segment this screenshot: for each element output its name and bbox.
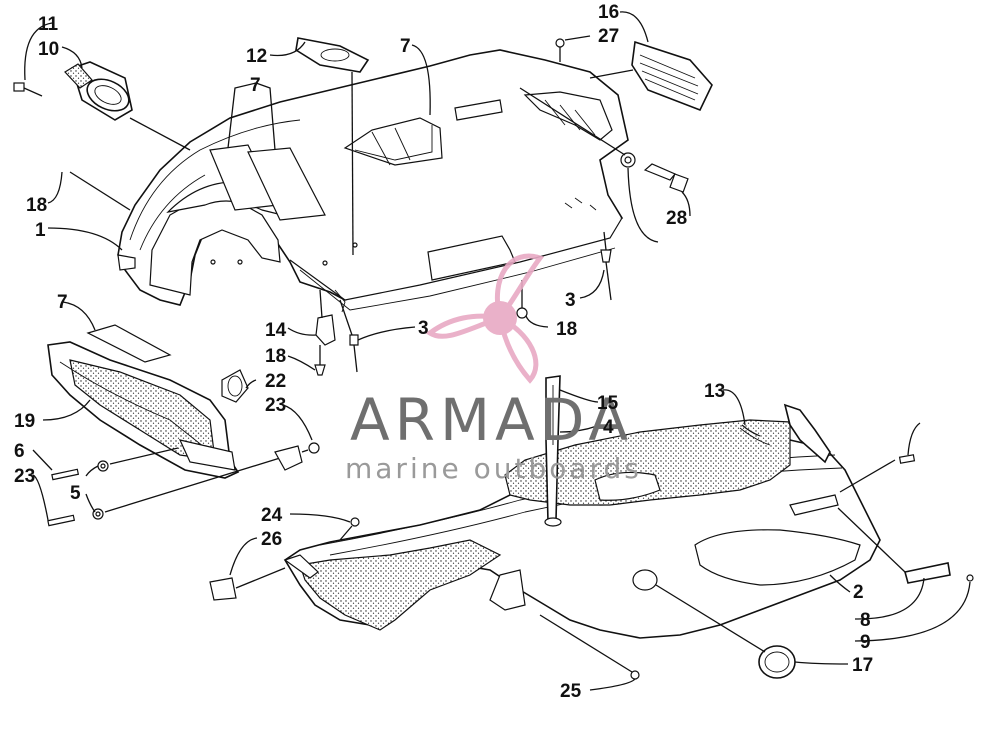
fasteners-25-26-27 <box>519 38 689 193</box>
vent-duct-part-10 <box>13 61 133 121</box>
watermark-logo <box>425 253 545 384</box>
watermark-tagline: marine outboards <box>345 452 642 485</box>
part-16-grille <box>589 40 713 112</box>
callout-9: 9 <box>860 632 871 653</box>
propeller-icon <box>425 253 545 384</box>
callout-18-left: 18 <box>26 195 47 216</box>
callout-2: 2 <box>853 582 864 603</box>
callout-26: 28 <box>666 208 687 229</box>
screws-23 <box>339 517 640 680</box>
callout-8: 8 <box>860 610 871 631</box>
decal-pair-hood <box>209 144 326 221</box>
callout-12: 12 <box>246 46 267 67</box>
deck-pad-part-4 <box>504 419 791 506</box>
callout-3-left: 3 <box>418 318 429 339</box>
callout-18-lower: 18 <box>265 346 286 367</box>
callout-7-left: 7 <box>57 292 68 313</box>
callout-23-top: 24 <box>261 505 283 526</box>
callout-20: 22 <box>265 371 286 392</box>
callout-11: 11 <box>38 14 59 35</box>
screw-28 <box>839 454 916 493</box>
callout-21: 23 <box>265 395 286 416</box>
plate-8-9 <box>837 507 974 584</box>
callout-17: 17 <box>852 655 873 676</box>
part-19-side-panel <box>47 341 240 479</box>
clip-20 <box>221 369 249 403</box>
callout-18-center: 18 <box>556 319 577 340</box>
hood-assembly <box>117 49 629 313</box>
callout-10: 10 <box>38 39 59 60</box>
callout-13: 13 <box>704 381 725 402</box>
callout-16: 16 <box>598 2 619 23</box>
callout-1: 1 <box>35 220 46 241</box>
callout-7-hood-center: 7 <box>400 36 411 57</box>
bracket-14 <box>314 289 359 376</box>
callout-22: 23 <box>14 466 35 487</box>
part-12-bracket <box>295 37 370 256</box>
callout-19: 19 <box>14 411 35 432</box>
cap-part-17 <box>655 584 796 679</box>
callout-labels: 11 10 12 7 7 16 27 18 1 28 3 18 3 14 18 … <box>14 2 873 702</box>
callout-5: 5 <box>70 483 81 504</box>
callout-24: 26 <box>261 529 282 550</box>
watermark-brand: ARMADA <box>350 386 633 454</box>
hardware-5-6-21-22 <box>47 442 320 527</box>
callout-25: 27 <box>598 26 619 47</box>
leader-lines <box>24 11 971 691</box>
clip-part-24 <box>209 567 286 601</box>
handle-part-15 <box>544 375 562 527</box>
callout-14: 14 <box>265 320 287 341</box>
callout-3-right: 3 <box>565 290 576 311</box>
callout-7-hood-left: 7 <box>250 75 261 96</box>
callout-23-bottom: 25 <box>560 681 582 702</box>
part-13-fin <box>739 403 831 464</box>
callout-4: 4 <box>603 417 614 438</box>
callout-15: 15 <box>597 393 619 414</box>
pin-fastener-right <box>600 231 612 301</box>
callout-6: 6 <box>14 441 25 462</box>
decal-7-left <box>86 324 172 363</box>
